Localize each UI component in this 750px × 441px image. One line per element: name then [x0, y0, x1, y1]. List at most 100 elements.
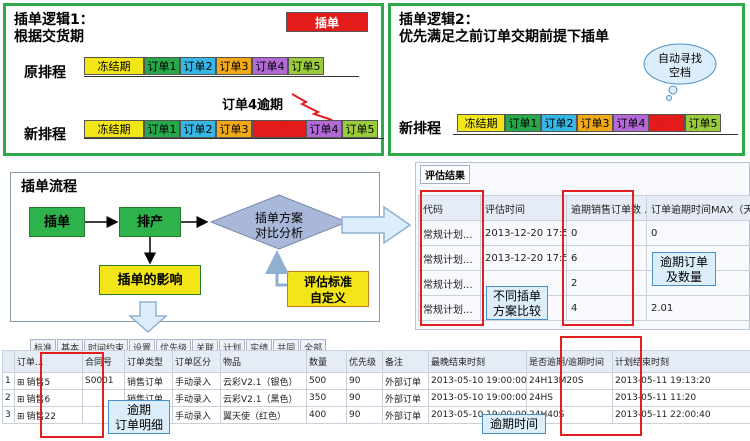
schedule-segment: 冻结期 [84, 120, 144, 138]
grid-cell: 销售订单 [124, 372, 173, 390]
grid-cell: 翼天使（红色） [220, 406, 307, 424]
cloud-text-line1: 自动寻找 [658, 52, 702, 65]
logic1-new-baseline [84, 138, 384, 139]
logic2-panel: 插单逻辑2： 优先满足之前订单交期前提下插单 自动寻找 空档 新排程 冻结期订单… [388, 3, 745, 156]
eval-compare-callout: 不同插单 方案比较 [486, 286, 548, 320]
schedule-segment: 订单5 [288, 57, 324, 75]
eval-cell: 0 [646, 220, 750, 246]
grid-cell: 外部订单 [382, 372, 429, 390]
grid-header-cell[interactable]: 物品 [220, 350, 307, 373]
grid-cell: 外部订单 [382, 406, 429, 424]
grid-detail-callout: 逾期 订单明细 [108, 400, 170, 434]
logic2-new-label: 新排程 [399, 121, 441, 137]
expand-icon[interactable]: ⊞ [17, 377, 25, 388]
schedule-segment: 订单5 [342, 120, 378, 138]
schedule-segment: 订单2 [180, 120, 216, 138]
eval-header-cell[interactable]: 代码 [418, 195, 481, 221]
schedule-segment: 订单5 [685, 114, 721, 132]
eval-tab[interactable]: 评估结果 [420, 165, 470, 184]
grid-cell: 350 [306, 389, 347, 407]
grid-overdue-time-callout: 逾期时间 [482, 414, 546, 434]
logic1-title-line2: 根据交货期 [14, 29, 84, 45]
eval-overdue-callout: 逾期订单 及数量 [652, 252, 716, 286]
schedule-segment: 订单1 [144, 120, 180, 138]
schedule-segment: 订单2 [541, 114, 577, 132]
lightning-arrow-icon [291, 93, 333, 121]
grid-header-cell[interactable]: 优先级 [346, 350, 383, 373]
schedule-segment: 冻结期 [457, 114, 505, 132]
logic1-overdue-label: 订单4逾期 [222, 98, 284, 113]
eval-header-cell[interactable]: 订单逾期时间MAX（天） [646, 195, 750, 221]
flow-insert-box: 插单 [29, 207, 85, 237]
grid-header-cell[interactable]: 订单区分 [172, 350, 221, 373]
grid-cell: 手动录入 [172, 406, 221, 424]
grid-header-cell[interactable]: 计划结束时刻 [612, 350, 750, 373]
flow-title: 插单流程 [21, 179, 77, 195]
compare-callout-line1: 不同插单 [492, 289, 541, 303]
flow-compare-line1: 插单方案 [254, 211, 303, 225]
grid-header-cell[interactable]: 数量 [306, 350, 347, 373]
logic1-original-label: 原排程 [24, 65, 66, 81]
grid-cell: 2 [2, 389, 15, 407]
logic2-title-line2: 优先满足之前订单交期前提下插单 [399, 29, 609, 45]
cloud-icon [643, 43, 717, 101]
schedule-segment: 订单4 [252, 57, 288, 75]
schedule-segment: 订单1 [505, 114, 541, 132]
logic1-title-line1: 插单逻辑1： [14, 12, 94, 28]
schedule-segment: 订单4 [306, 120, 342, 138]
order-name: 销售5 [26, 377, 51, 388]
grid-cell: 2013-05-10 19:00:00 [428, 372, 527, 390]
eval-cell: 2013-12-20 17:53 [480, 245, 567, 271]
criteria-line1: 评估标准 [303, 275, 352, 289]
eval-cell: 2.01 [646, 295, 750, 321]
grid-cell: 外部订单 [382, 389, 429, 407]
grid-header-cell[interactable]: 是否逾期/逾期时间 [526, 350, 613, 373]
grid-cell: 90 [346, 372, 383, 390]
schedule-segment: 插单 [649, 114, 685, 132]
logic1-new-label: 新排程 [24, 127, 66, 143]
schedule-segment: 插单 [252, 120, 306, 138]
flow-panel: 插单流程 插单 排产 插单的影响 评估标准 自定义 插单方案 对比分析 [10, 172, 380, 322]
flow-criteria-box: 评估标准 自定义 [287, 271, 369, 307]
schedule-segment: 订单2 [180, 57, 216, 75]
grid-cell: 3 [2, 406, 15, 424]
grid-order-highlight [40, 352, 104, 438]
flow-schedule-box: 排产 [119, 207, 181, 237]
grid-cell: 1 [2, 372, 15, 390]
overdue-callout-line2: 及数量 [665, 270, 702, 284]
expand-icon[interactable]: ⊞ [17, 394, 25, 405]
eval-cell: 2013-12-20 17:53 [480, 220, 567, 246]
grid-cell: 2013-05-10 19:00:00 [428, 389, 527, 407]
eval-header-cell[interactable]: 评估时间 [480, 195, 567, 221]
order-name: 销售6 [26, 394, 51, 405]
grid-overdue-highlight [560, 336, 642, 436]
detail-callout-line2: 订单明细 [114, 418, 163, 432]
grid-header-cell[interactable] [2, 350, 15, 373]
grid-cell: 云彩V2.1（银色） [220, 372, 307, 390]
grid-cell: 90 [346, 406, 383, 424]
cloud-text-line2: 空档 [669, 66, 691, 79]
compare-callout-line2: 方案比较 [492, 304, 541, 318]
arrow-down-icon [128, 301, 168, 334]
flow-compare-line2: 对比分析 [254, 226, 303, 240]
grid-header-cell[interactable]: 最晚结束时刻 [428, 350, 527, 373]
schedule-segment: 订单3 [216, 57, 252, 75]
grid-cell: 云彩V2.1（黑色） [220, 389, 307, 407]
eval-cell: 常规计划... [418, 295, 481, 321]
schedule-segment: 订单4 [613, 114, 649, 132]
overdue-callout-line1: 逾期订单 [659, 255, 708, 269]
logic1-original-baseline [84, 76, 359, 77]
expand-icon[interactable]: ⊞ [17, 411, 25, 422]
eval-overdue-highlight [562, 190, 634, 326]
grid-cell: 500 [306, 372, 347, 390]
schedule-segment: 订单1 [144, 57, 180, 75]
grid-cell: 手动录入 [172, 372, 221, 390]
grid-header-cell[interactable]: 订单类型 [124, 350, 173, 373]
schedule-segment: 冻结期 [84, 57, 144, 75]
grid-cell: 手动录入 [172, 389, 221, 407]
logic2-baseline [453, 134, 738, 135]
grid-header-cell[interactable]: 备注 [382, 350, 429, 373]
